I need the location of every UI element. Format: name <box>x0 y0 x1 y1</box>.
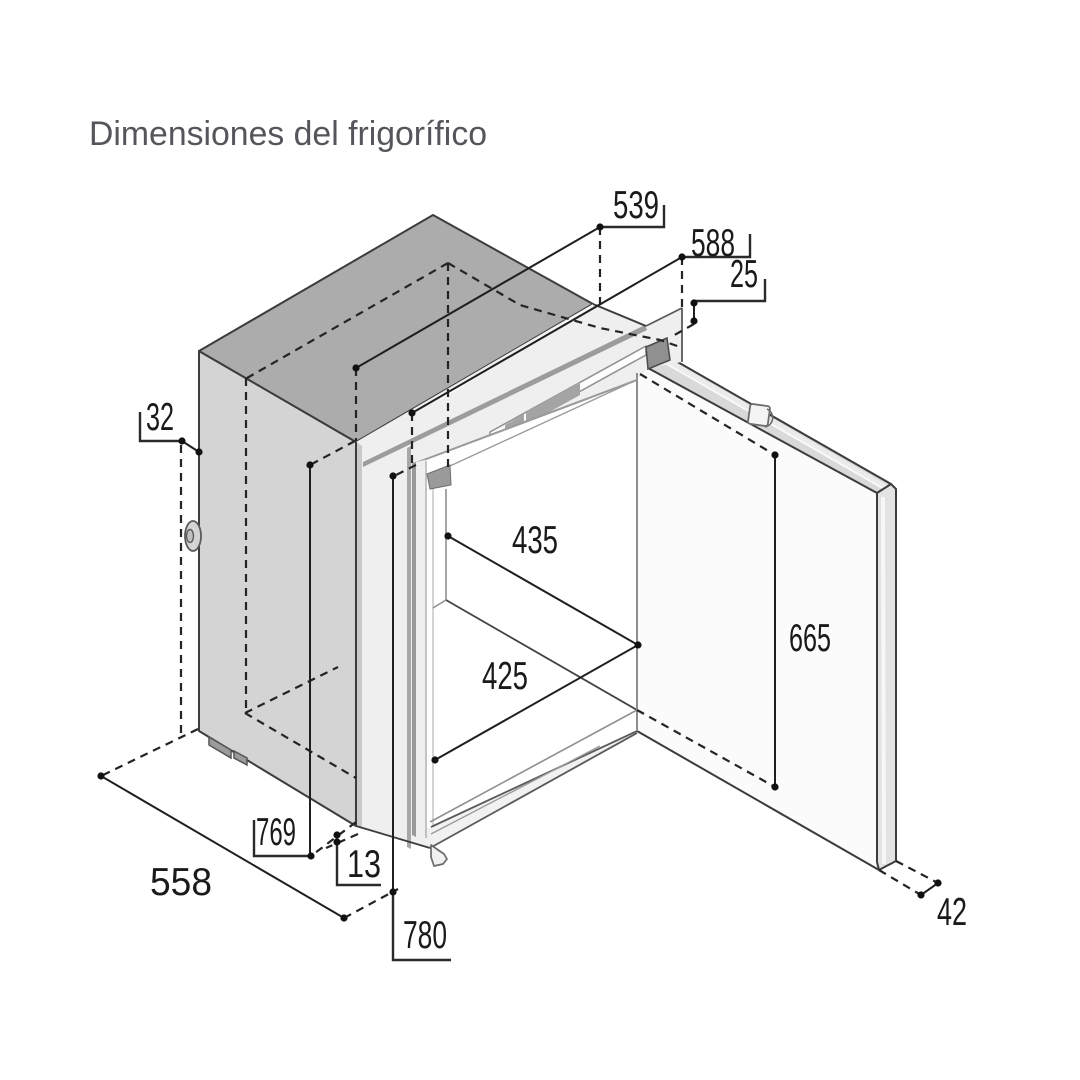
svg-text:435: 435 <box>512 519 558 562</box>
svg-text:25: 25 <box>730 253 758 296</box>
svg-text:Dimensiones del frigorífico: Dimensiones del frigorífico <box>89 115 487 153</box>
svg-text:425: 425 <box>482 655 528 698</box>
svg-text:665: 665 <box>789 617 831 660</box>
svg-text:769: 769 <box>256 811 296 854</box>
svg-text:558: 558 <box>150 861 212 904</box>
svg-text:780: 780 <box>403 914 447 957</box>
svg-text:42: 42 <box>937 891 967 934</box>
svg-text:13: 13 <box>347 843 381 886</box>
svg-text:588: 588 <box>691 222 735 265</box>
svg-text:539: 539 <box>613 184 659 227</box>
svg-text:32: 32 <box>146 396 174 439</box>
